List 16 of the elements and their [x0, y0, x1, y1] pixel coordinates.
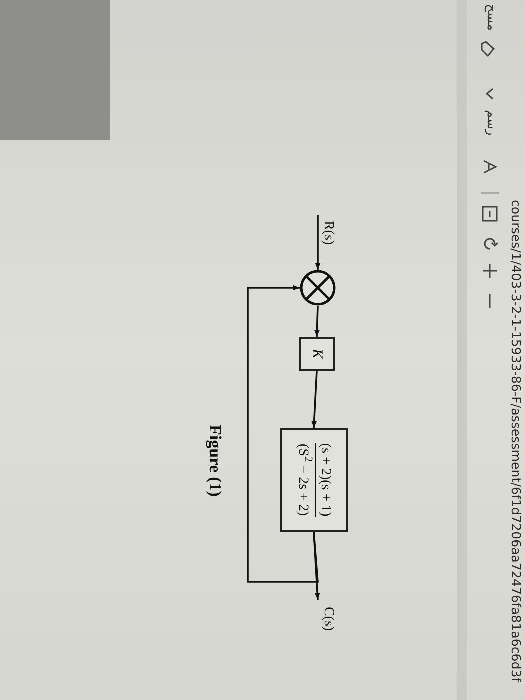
- gain-text: K: [308, 348, 326, 359]
- summing-junction: [300, 270, 336, 306]
- arrow: [314, 306, 320, 338]
- arrow: [315, 215, 321, 270]
- toolbar-label: رسم: [484, 110, 499, 136]
- gain-block: [299, 337, 335, 371]
- transfer-function-block: [280, 428, 348, 532]
- arrow: [312, 370, 318, 428]
- arrow: [313, 532, 320, 600]
- url-text: courses/1/403-3-2-1-15933-86-F/assessment/6f1d7206aa72476fa81a6c6d3f: [509, 200, 524, 682]
- figure-caption: Figure (1): [205, 425, 225, 497]
- arrow: [247, 285, 319, 583]
- signal-label: R(s): [318, 215, 339, 251]
- toolbar-label: مسح: [484, 4, 499, 31]
- numerator-text: (s + 2)(s + 1): [315, 443, 334, 517]
- signal-label: C(s): [318, 600, 339, 638]
